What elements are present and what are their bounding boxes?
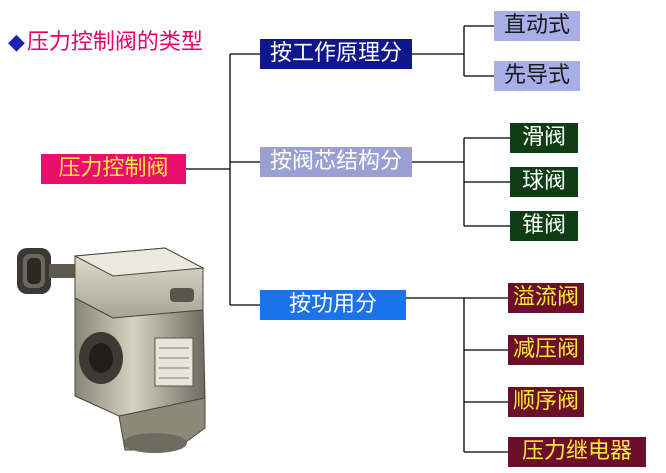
- leaf-sequence-valve: 顺序阀: [508, 387, 584, 417]
- leaf-spool-valve: 滑阀: [510, 123, 578, 153]
- page-title-text: 压力控制阀的类型: [26, 30, 203, 55]
- node-category-principle: 按工作原理分: [260, 39, 412, 69]
- page-title: ◆压力控制阀的类型: [8, 24, 203, 56]
- leaf-ball-valve: 球阀: [510, 167, 578, 197]
- node-root: 压力控制阀: [41, 154, 186, 184]
- leaf-pilot-operated: 先导式: [494, 61, 580, 91]
- handwheel-icon: [17, 248, 79, 294]
- leaf-pressure-switch: 压力继电器: [508, 437, 646, 467]
- node-category-function: 按功用分: [260, 290, 406, 320]
- node-category-spool-structure: 按阀芯结构分: [260, 147, 412, 177]
- leaf-relief-valve: 溢流阀: [508, 283, 584, 313]
- diamond-bullet-icon: ◆: [8, 30, 25, 55]
- leaf-direct-acting: 直动式: [494, 11, 580, 41]
- leaf-reducing-valve: 减压阀: [508, 335, 584, 365]
- leaf-poppet-valve: 锥阀: [510, 211, 578, 241]
- pressure-valve-illustration: [17, 247, 206, 453]
